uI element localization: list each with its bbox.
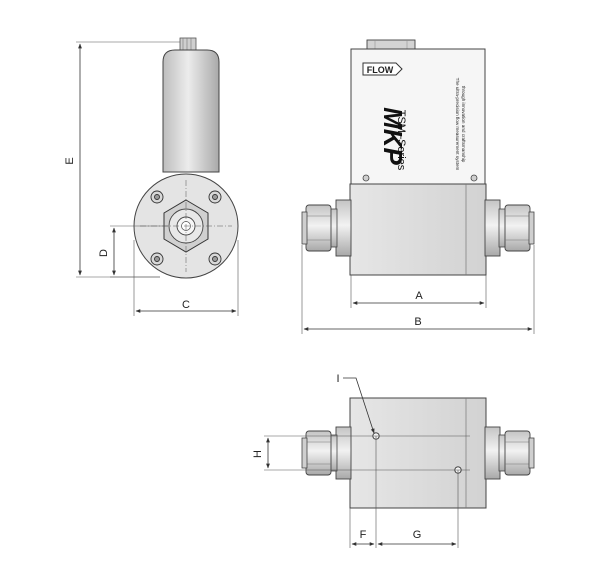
flow-badge: FLOW: [362, 62, 403, 76]
dimension-label-d: D: [98, 249, 110, 257]
dimension-a: A: [350, 275, 487, 308]
flow-label: FLOW: [367, 65, 394, 75]
dimension-label-a: A: [415, 290, 423, 302]
series-label: TSM–Series: [395, 110, 407, 171]
dimension-label-g: G: [413, 529, 422, 541]
dimension-g: G: [377, 529, 457, 546]
bottom-view: [264, 397, 535, 548]
dimension-c: C: [133, 240, 239, 316]
dimension-d: D: [98, 225, 168, 278]
left-fitting: [301, 199, 352, 257]
dimension-h: H: [252, 437, 270, 469]
tagline-line-1: The ultra-precision flow measurement sys…: [455, 78, 460, 171]
dimension-label-i: I: [336, 373, 339, 385]
dimension-label-h: H: [252, 450, 264, 458]
dimension-b: B: [301, 245, 535, 334]
brand-logo: MKP: [378, 107, 408, 165]
leader-i: I: [336, 373, 375, 434]
dimension-label-c: C: [182, 299, 190, 311]
side-view: [133, 37, 239, 279]
tagline-line-2: through innovation and craftsmanship: [461, 86, 466, 163]
flange-bolt-holes: [150, 190, 222, 266]
dimension-label-f: F: [360, 529, 367, 541]
front-view: FLOW MKP TSM–Series The ultra-precision …: [301, 39, 535, 276]
dimension-f: F: [351, 529, 375, 546]
dimension-label-e: E: [64, 157, 76, 164]
dimension-label-b: B: [414, 316, 421, 328]
right-fitting: [484, 199, 535, 257]
